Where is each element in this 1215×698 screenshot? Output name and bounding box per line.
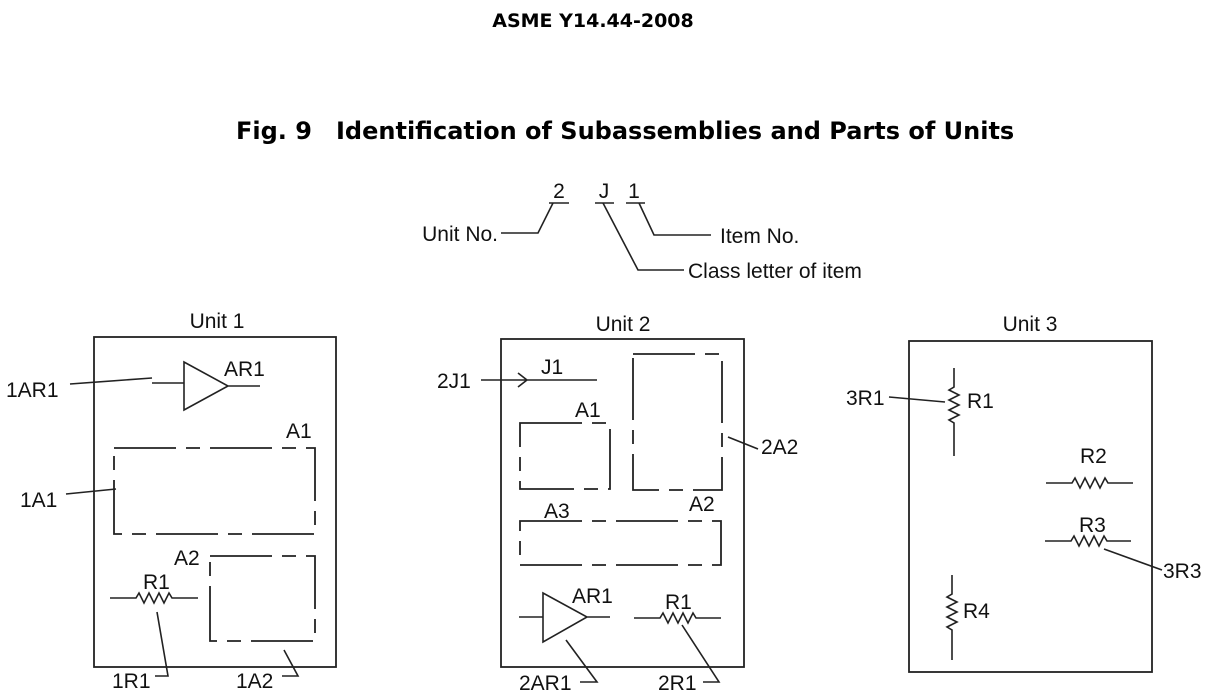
designation-legend: 2 J 1 Unit No. Item No. Class letter of … [422,180,862,283]
unit-2-r1-ref: 2R1 [658,672,697,695]
unit-3-r1-resistor [947,368,961,456]
unit-1-title: Unit 1 [190,310,245,333]
legend-unit-digit: 2 [553,180,565,203]
unit-2-r1-label: R1 [665,591,692,614]
unit-2-amplifier-symbol [519,591,610,644]
unit-3-r3-leader [1103,548,1163,571]
unit-3-r1-ref: 3R1 [846,387,885,410]
unit-2: Unit 2 J1 2J1 A1 A2 2A2 A3 AR1 2AR1 R1 2… [437,313,798,695]
unit-2-j1-ref: 2J1 [437,370,471,393]
unit-3-r3-ref: 3R3 [1163,560,1202,583]
unit-2-ar1-leader [565,639,599,683]
unit-3-r4-label: R4 [963,600,990,623]
unit-2-a2-label: A2 [689,493,715,516]
label-class-letter: Class letter of item [688,260,862,283]
legend-item-digit: 1 [628,180,640,203]
leader-item-no [638,202,711,236]
unit-2-r1-leader [681,624,721,683]
unit-2-title: Unit 2 [596,313,651,336]
unit-2-a1-subassembly [519,422,611,490]
unit-3-frame [908,340,1153,673]
unit-1-a2-label: A2 [174,547,200,570]
unit-1: Unit 1 AR1 1AR1 A1 1A1 A2 1A2 R1 1R1 [6,310,337,693]
standard-header: ASME Y14.44-2008 [492,10,694,32]
unit-1-a1-leader [65,488,117,495]
unit-1-a1-subassembly [113,447,316,535]
unit-3-r1-label: R1 [967,390,994,413]
unit-2-ar1-label: AR1 [572,585,613,608]
leader-unit-no [501,202,554,234]
unit-2-a2-ref: 2A2 [761,436,798,459]
unit-1-r1-ref: 1R1 [112,670,151,693]
unit-2-r1-resistor [634,611,721,625]
unit-1-r1-leader [155,611,169,677]
unit-1-a1-ref: 1A1 [20,489,57,512]
unit-1-ar1-ref: 1AR1 [6,379,59,402]
unit-3-r2-resistor [1046,476,1133,490]
figure-title: Identification of Subassemblies and Part… [336,117,1014,145]
unit-2-frame [500,338,745,668]
unit-1-ar1-leader [69,377,153,385]
leader-class-letter [602,202,684,271]
unit-1-a2-subassembly [209,555,316,642]
unit-1-a2-leader [282,649,300,677]
unit-3-r3-label: R3 [1079,514,1106,537]
unit-2-a2-leader [727,436,759,450]
unit-1-amplifier-symbol [152,360,260,412]
unit-1-ar1-label: AR1 [224,358,265,381]
unit-2-a3-subassembly [519,520,722,566]
label-unit-no: Unit No. [422,223,498,246]
unit-2-j1-label: J1 [541,356,563,379]
legend-class-letter: J [599,180,610,203]
figure-number: Fig. 9 [236,117,312,145]
unit-1-r1-label: R1 [143,571,170,594]
unit-2-j1-connector [481,372,597,388]
unit-2-a2-subassembly [632,353,723,491]
unit-1-frame [93,336,337,668]
unit-3-r4-resistor [945,575,959,660]
unit-2-a3-label: A3 [544,500,570,523]
unit-2-a1-label: A1 [575,399,601,422]
unit-1-r1-resistor [110,591,198,605]
unit-3-title: Unit 3 [1003,313,1058,336]
unit-3: Unit 3 R1 3R1 R2 R3 3R3 R4 [846,313,1202,673]
unit-3-r2-label: R2 [1080,445,1107,468]
unit-1-a2-ref: 1A2 [236,670,273,693]
unit-2-ar1-ref: 2AR1 [519,672,572,695]
unit-3-r1-leader [888,396,946,403]
unit-1-a1-label: A1 [286,420,312,443]
unit-3-r3-resistor [1045,534,1131,548]
label-item-no: Item No. [720,225,799,248]
